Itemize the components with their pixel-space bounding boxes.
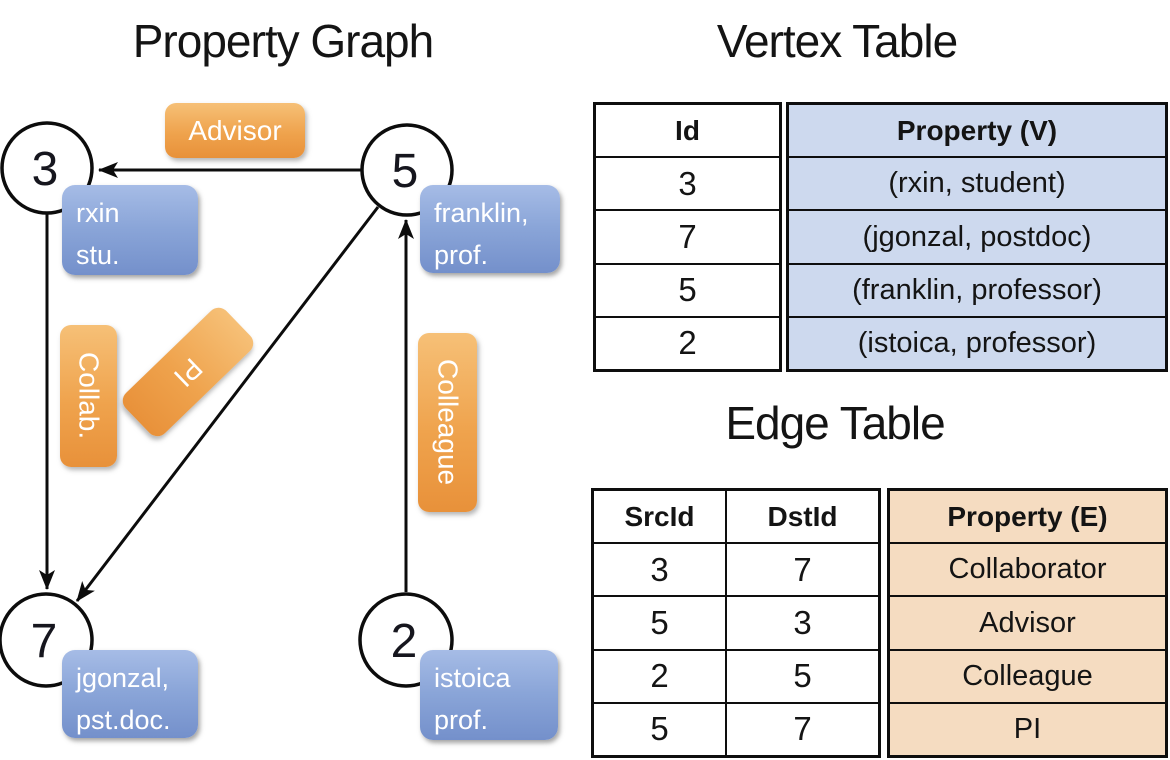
edge-row-srcid: 5 (594, 703, 727, 756)
node-id-3: 3 (32, 143, 59, 196)
edge-arrow-pi-5-to-7 (75, 206, 380, 602)
vertex-row-id: 7 (678, 218, 697, 255)
edge-row-srcid: 2 (594, 650, 727, 702)
edge-row-srcid: 5 (594, 597, 727, 649)
edge-table-title: Edge Table (725, 397, 945, 449)
vertex-row-property: (istoica, professor) (857, 326, 1097, 359)
edge-col-header-srcid: SrcId (594, 491, 727, 543)
vertex-label-7-line2: pst.doc. (76, 705, 171, 735)
edge-row-property: PI (1013, 712, 1042, 745)
property-graph-canvas: 3 5 7 2 (0, 121, 454, 688)
vertex-label-5: franklin, prof. (420, 185, 560, 273)
edge-label-collab: Collab. (60, 325, 117, 467)
vertex-label-5-line2: prof. (434, 240, 489, 270)
vertex-table-title: Vertex Table (716, 15, 958, 67)
vertex-label-3-line1: rxin (76, 198, 120, 228)
edge-row-srcid: 3 (594, 544, 727, 596)
edge-row-property: Colleague (962, 659, 1093, 692)
vertex-label-7: jgonzal, pst.doc. (62, 650, 198, 738)
vertex-col-header-id: Id (675, 114, 700, 146)
vertex-label-3: rxin stu. (62, 185, 198, 275)
vertex-label-3-line2: stu. (76, 240, 120, 270)
edge-col-header-dstid: DstId (767, 500, 838, 532)
edge-table-id-columns: SrcId DstId 3 7 5 3 2 5 5 7 (591, 488, 881, 758)
edge-row-dstid: 3 (793, 604, 812, 641)
edge-col-header-property: Property (E) (947, 500, 1108, 532)
vertex-label-2-line2: prof. (434, 705, 489, 735)
node-id-2: 2 (391, 615, 418, 668)
edge-label-colleague: Colleague (418, 333, 477, 512)
vertex-col-header-property: Property (V) (896, 114, 1058, 146)
edge-row-property: Collaborator (948, 553, 1107, 586)
node-id-7: 7 (31, 615, 58, 668)
edge-row-property: Advisor (979, 606, 1076, 639)
vertex-row-id: 2 (678, 324, 697, 362)
edge-label-advisor: Advisor (165, 103, 305, 158)
vertex-label-2: istoica prof. (420, 650, 558, 740)
vertex-row-property: (jgonzal, postdoc) (862, 220, 1092, 253)
vertex-row-property: (rxin, student) (888, 167, 1066, 200)
vertex-label-2-line1: istoica (434, 663, 511, 693)
vertex-table-id-column: Id 3 7 5 2 (593, 102, 782, 372)
property-graph-title: Property Graph (132, 15, 434, 67)
edge-row-dstid: 7 (793, 550, 812, 588)
edge-table-property-column: Property (E) Collaborator Advisor Collea… (887, 488, 1168, 758)
edge-row-dstid: 7 (793, 710, 812, 748)
vertex-row-id: 3 (678, 164, 697, 202)
vertex-label-5-line1: franklin, (434, 198, 529, 228)
edge-row-dstid: 5 (793, 657, 812, 695)
vertex-label-7-line1: jgonzal, (76, 663, 170, 693)
vertex-row-property: (franklin, professor) (852, 273, 1102, 306)
vertex-row-id: 5 (678, 271, 697, 309)
node-id-5: 5 (392, 145, 419, 198)
vertex-table-property-column: Property (V) (rxin, student) (jgonzal, p… (786, 102, 1168, 372)
